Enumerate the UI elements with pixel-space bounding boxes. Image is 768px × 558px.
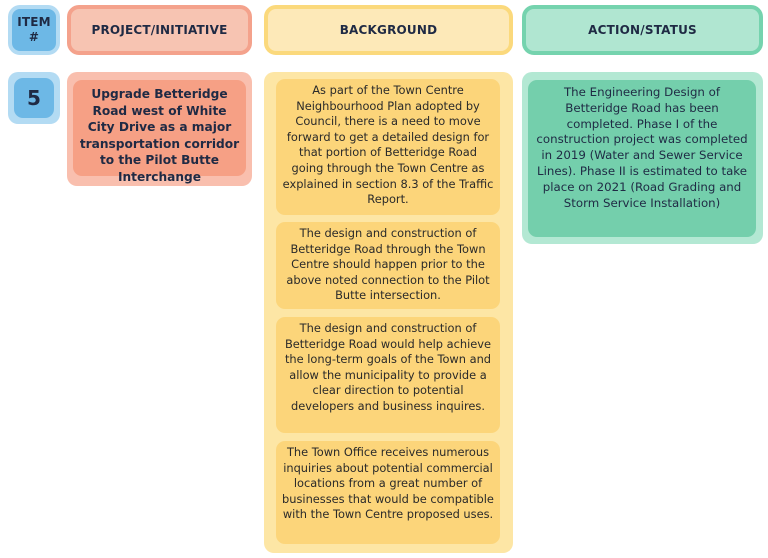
project-text: Upgrade Betteridge Road west of White Ci…: [73, 80, 246, 184]
background-paragraph-1: As part of the Town Centre Neighbourhood…: [276, 79, 500, 215]
background-paragraph-3: The design and construction of Betteridg…: [276, 317, 500, 433]
header-project-label: PROJECT/INITIATIVE: [91, 23, 228, 37]
header-action-label: ACTION/STATUS: [588, 23, 697, 37]
background-paragraph-4: The Town Office receives numerous inquir…: [276, 441, 500, 544]
header-project: PROJECT/INITIATIVE: [67, 5, 252, 55]
header-item-label: ITEM #: [17, 15, 51, 44]
item-number: 5: [14, 78, 54, 118]
action-status-text: The Engineering Design of Betteridge Roa…: [528, 80, 756, 237]
header-item: ITEM #: [8, 5, 60, 55]
header-action: ACTION/STATUS: [522, 5, 763, 55]
background-paragraph-2: The design and construction of Betteridg…: [276, 222, 500, 309]
header-background-label: BACKGROUND: [339, 23, 438, 37]
header-background: BACKGROUND: [264, 5, 513, 55]
